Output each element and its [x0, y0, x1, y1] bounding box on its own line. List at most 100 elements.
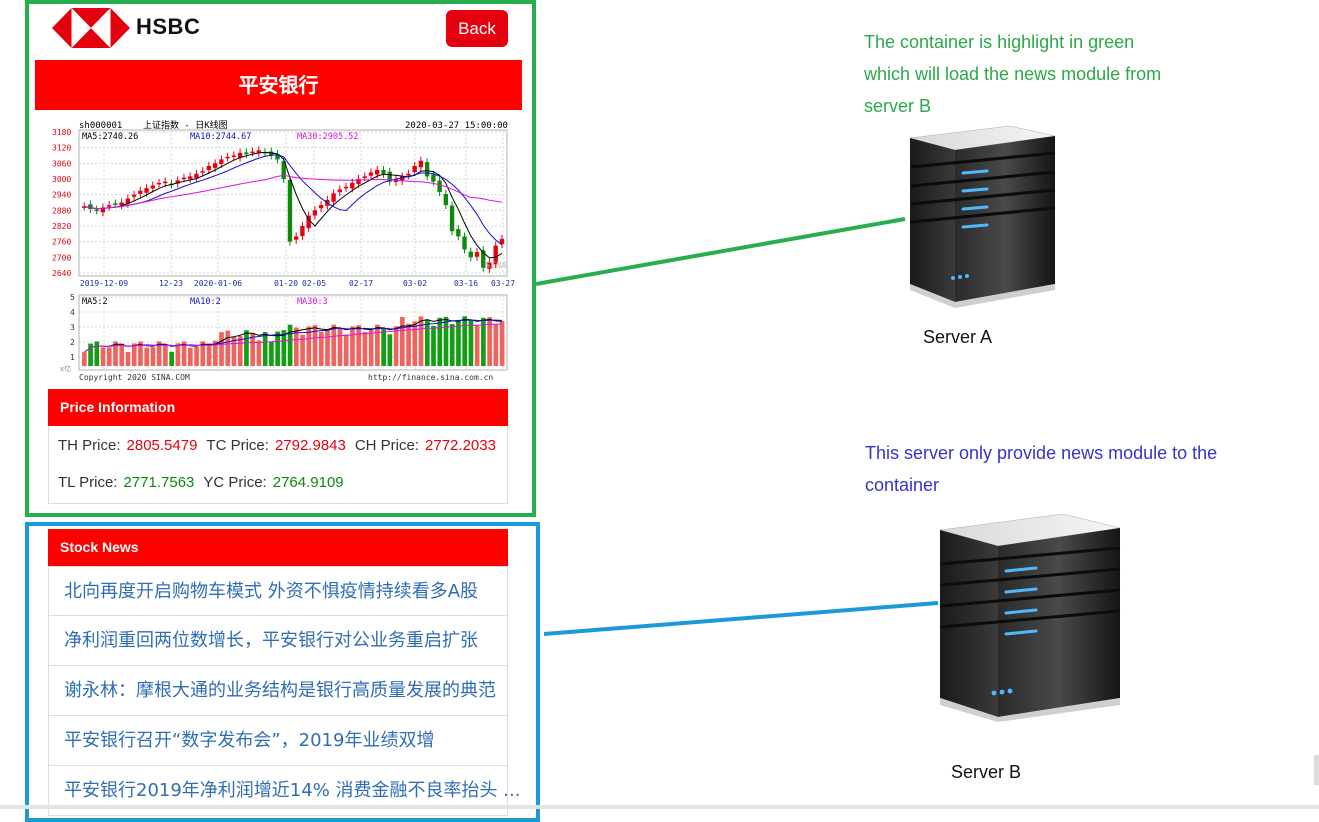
candle [468, 251, 473, 258]
candle [350, 182, 355, 189]
volume-bar [212, 340, 218, 366]
x-tick-label: 2020-01-06 [194, 279, 242, 288]
ch-price-value: 2772.2033 [425, 437, 496, 454]
candle [431, 174, 436, 182]
candle [362, 176, 367, 178]
vol-unit: x亿 [60, 364, 71, 373]
candle [88, 204, 93, 210]
blue-news-module-highlight [25, 522, 540, 822]
volume-bar [462, 316, 468, 366]
server-a-icon [909, 125, 1056, 308]
volume-bar [231, 336, 237, 366]
vol-y-tick-label: 3 [70, 323, 75, 332]
news-link[interactable]: 平安银行召开“数字发布会”，2019年业绩双增 [48, 716, 508, 766]
candle [131, 194, 137, 197]
volume-bar [487, 317, 492, 366]
volume-bar [125, 352, 131, 366]
server-b-note: This server only provide news module to … [865, 437, 1265, 501]
candle [406, 173, 411, 176]
volume-bar [381, 327, 386, 366]
candle [256, 150, 261, 153]
volume-bar [100, 347, 106, 366]
kline-source: http://finance.sina.com.cn [368, 373, 493, 382]
server-b-icon [939, 513, 1121, 722]
volume-bar [499, 321, 505, 366]
candle [387, 171, 392, 182]
volume-bar [188, 347, 193, 366]
kline-name: 上证指数 - 日K线图 [143, 119, 228, 131]
vertical-scrollbar-edge[interactable] [1314, 755, 1319, 785]
news-link[interactable]: 北向再度开启购物车模式 外资不惧疫情持续看多A股 [48, 566, 508, 616]
back-button[interactable]: Back [446, 10, 508, 47]
vol-ma5: MA5:2 [82, 297, 108, 307]
app-header: HSBC Back [52, 6, 510, 52]
candle [106, 205, 112, 207]
candle [306, 215, 311, 229]
volume-bar [424, 319, 430, 366]
note-line: server B [864, 96, 932, 116]
volume-bar [356, 325, 362, 366]
news-link[interactable]: 净利润重回两位数增长，平安银行对公业务重启扩张 [48, 616, 508, 666]
note-line: The container is highlight in green [864, 32, 1135, 52]
volume-bar [325, 329, 330, 366]
tl-price-label: TL Price: [58, 474, 118, 491]
volume-bar [113, 341, 118, 366]
news-link[interactable]: 谢永林：摩根大通的业务结构是银行高质量发展的典范 [48, 666, 508, 716]
volume-bars [82, 316, 505, 366]
candle [318, 205, 324, 209]
note-line: which will load the news module from [864, 64, 1162, 84]
candle [181, 177, 187, 180]
vol-y-tick-label: 4 [70, 308, 75, 317]
candle [443, 194, 449, 206]
sina-watermark: SINA [485, 261, 507, 271]
price-info-heading: Price Information [48, 389, 508, 426]
candle [337, 189, 343, 193]
candle [100, 207, 106, 213]
volume-bar [244, 330, 249, 366]
volume-bar [331, 324, 337, 366]
candle [231, 155, 237, 157]
vol-ma10: MA10:2 [190, 297, 221, 307]
volume-bar [144, 347, 150, 366]
news-link[interactable]: 平安银行2019年净利润增近14% 消费金融不良率抬头 ... [48, 766, 520, 816]
candle [381, 170, 386, 174]
page-title: 平安银行 [35, 60, 522, 110]
volume-ma-lines [83, 318, 502, 353]
candle [474, 252, 480, 257]
vol-y-tick-label: 1 [70, 353, 75, 362]
volume-bar [350, 326, 355, 366]
candle [82, 206, 87, 208]
candle [424, 162, 430, 177]
volume-bar [82, 352, 87, 366]
ma-line [84, 151, 503, 259]
volume-bar [493, 324, 499, 366]
horizontal-scrollbar[interactable] [0, 805, 1319, 809]
volume-bar [175, 343, 181, 366]
candle [163, 181, 168, 184]
candle [300, 226, 305, 237]
volume-bar [138, 341, 143, 366]
kline-chart: sh000001 上证指数 - 日K线图 2020-03-27 15:00:00… [48, 116, 515, 384]
candle [138, 190, 143, 194]
y-tick-label: 2880 [52, 206, 71, 215]
y-tick-label: 3060 [52, 159, 71, 168]
candles [82, 146, 505, 273]
volume-bar [306, 326, 312, 366]
volume-bar [163, 343, 168, 366]
volume-bar [194, 346, 199, 366]
volume-bar [312, 325, 318, 366]
volume-bar [275, 331, 280, 366]
candle [269, 151, 274, 156]
blue-connector [543, 601, 939, 636]
x-tick-label: 12-23 [159, 279, 183, 288]
ma-lines [84, 151, 503, 259]
volume-bar [131, 343, 137, 366]
candle [331, 193, 336, 202]
candle [294, 236, 299, 240]
volume-bar [250, 332, 256, 366]
vol-ma30: MA30:3 [297, 297, 328, 307]
candle [113, 203, 118, 205]
kline-code: sh000001 [79, 121, 122, 131]
